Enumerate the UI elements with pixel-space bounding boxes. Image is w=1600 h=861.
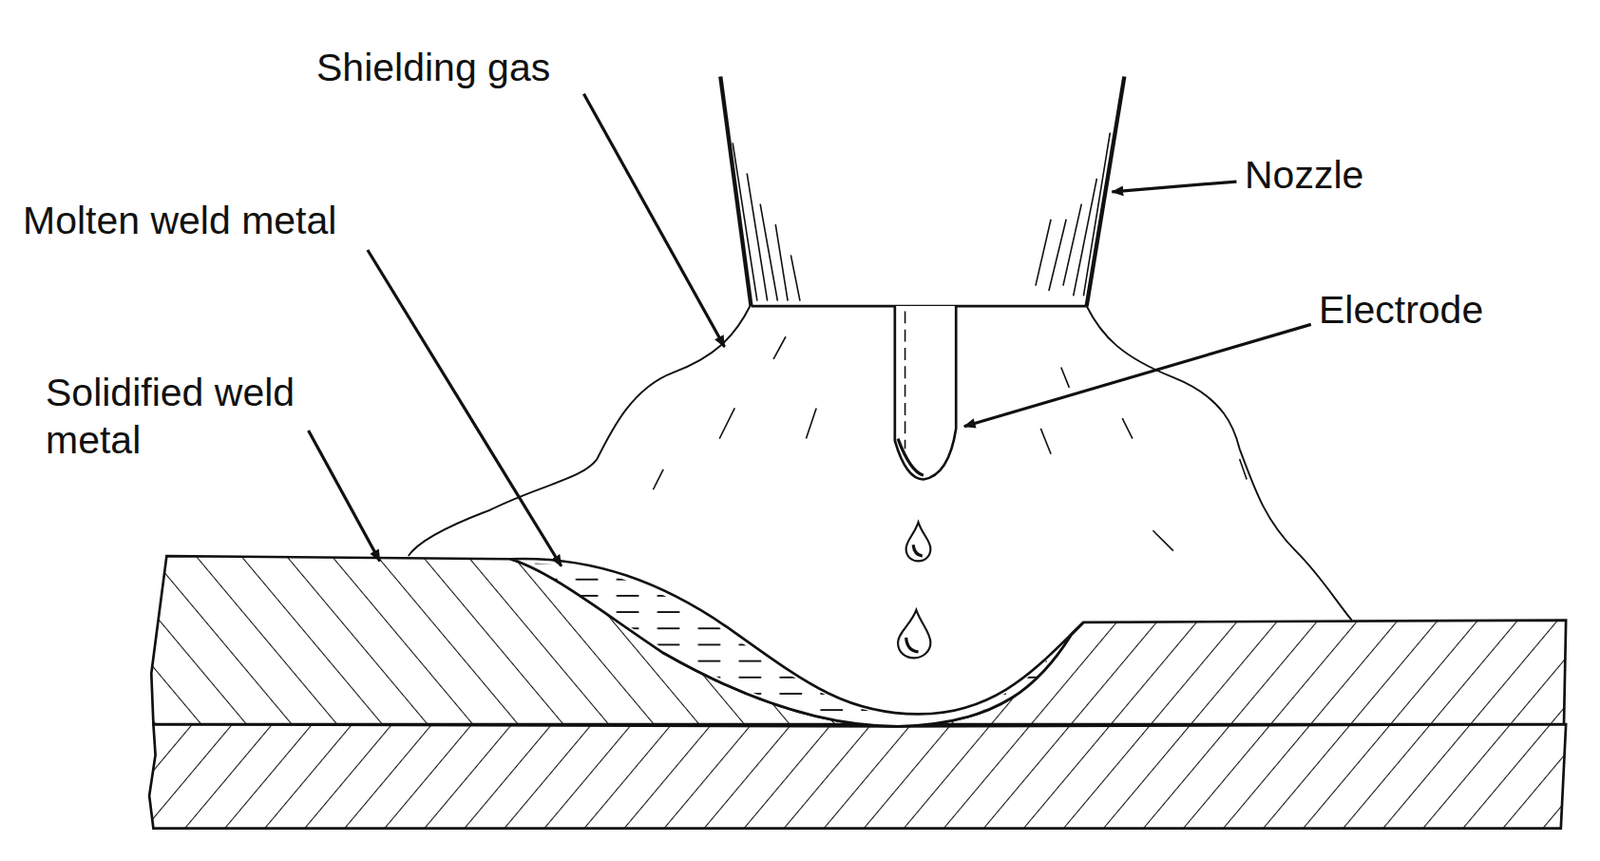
part-label: Solidified weld metal	[45, 368, 322, 464]
molten-pool-dashes	[515, 562, 1072, 724]
right-plate	[897, 620, 1566, 727]
metal-droplet	[897, 522, 931, 659]
part-label: Molten weld metal	[22, 197, 337, 245]
molten-pool	[510, 558, 1084, 726]
shielding-gas-outline	[408, 305, 751, 556]
electrode	[895, 305, 956, 479]
leader-line	[308, 94, 1312, 567]
part-label: Shielding gas	[316, 44, 551, 92]
part-label: Nozzle	[1244, 152, 1364, 199]
part-label: Electrode	[1318, 286, 1484, 334]
bottom-plate	[149, 723, 1566, 828]
shielding-gas-outline	[1086, 305, 1353, 621]
nozzle	[720, 76, 1124, 307]
